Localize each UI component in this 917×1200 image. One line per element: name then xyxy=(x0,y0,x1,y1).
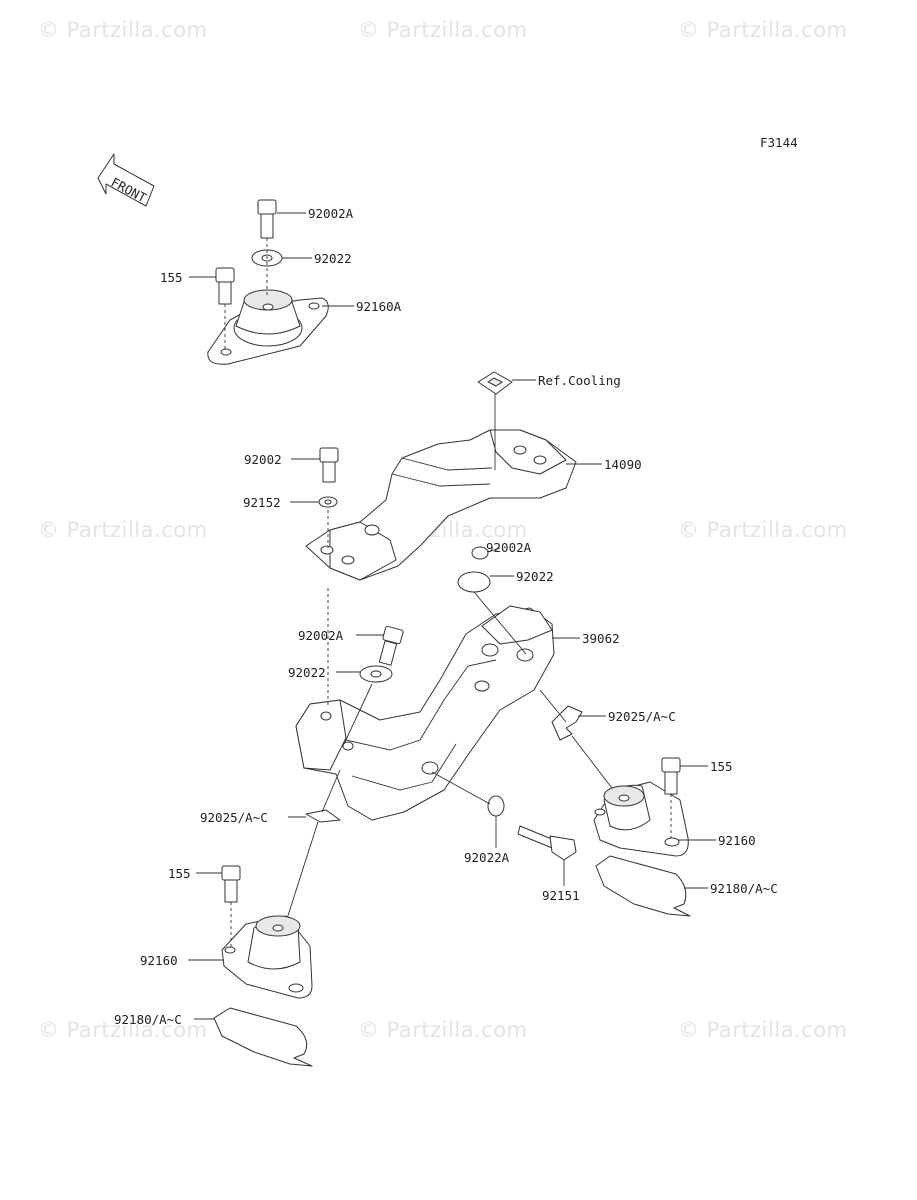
callout-92022-top: 92022 xyxy=(314,251,352,266)
bolt-155-top xyxy=(215,267,235,305)
callout-92025-left: 92025/A~C xyxy=(200,810,268,825)
bolt-92002A-left xyxy=(378,625,404,666)
bolt-92002A-mid xyxy=(471,546,489,560)
bolt-92151 xyxy=(517,825,577,861)
bracket-39062 xyxy=(295,605,555,821)
callout-92152: 92152 xyxy=(243,495,281,510)
bolt-155-left xyxy=(221,865,241,903)
callout-92160A: 92160A xyxy=(356,299,402,314)
plate-92180-left xyxy=(213,1007,313,1067)
mount-92160A xyxy=(207,289,329,365)
callout-14090: 14090 xyxy=(604,457,642,472)
clip-92025-left xyxy=(305,809,341,823)
callout-92160-right: 92160 xyxy=(718,833,756,848)
callout-92002A-mid: 92002A xyxy=(486,540,532,555)
watermark: © Partzilla.com xyxy=(678,18,848,42)
watermark: © Partzilla.com xyxy=(678,1018,848,1042)
bracket-14090 xyxy=(305,429,577,581)
watermark: © Partzilla.com xyxy=(38,518,208,542)
callout-92180-right: 92180/A~C xyxy=(710,881,778,896)
callout-155-top: 155 xyxy=(160,270,183,285)
callout-92025-right: 92025/A~C xyxy=(608,709,676,724)
callout-92151: 92151 xyxy=(542,888,580,903)
washer-92022-mid xyxy=(457,571,491,593)
bolt-92002 xyxy=(319,447,339,483)
front-arrow-icon: FRONT xyxy=(97,153,155,207)
watermark: © Partzilla.com xyxy=(358,1018,528,1042)
callout-92002A-top: 92002A xyxy=(308,206,354,221)
mount-92160-left xyxy=(221,915,313,999)
washer-92152 xyxy=(318,496,338,508)
watermark: © Partzilla.com xyxy=(38,18,208,42)
plate-92180-right xyxy=(595,855,691,917)
washer-92022A xyxy=(487,795,505,817)
watermark: © Partzilla.com xyxy=(38,1018,208,1042)
clip-92025-right xyxy=(551,705,583,741)
clip-ref-cooling xyxy=(477,371,513,395)
callout-92002: 92002 xyxy=(244,452,282,467)
callout-92002A-left: 92002A xyxy=(298,628,344,643)
watermark: © Partzilla.com xyxy=(358,18,528,42)
callout-92022-left: 92022 xyxy=(288,665,326,680)
callout-92022-mid: 92022 xyxy=(516,569,554,584)
bolt-92002A-top xyxy=(257,199,277,239)
callout-39062: 39062 xyxy=(582,631,620,646)
bolt-155-right xyxy=(661,757,681,795)
callout-ref-cooling: Ref.Cooling xyxy=(538,373,621,388)
watermark: © Partzilla.com xyxy=(678,518,848,542)
washer-92022-left xyxy=(359,665,393,683)
callout-155-right: 155 xyxy=(710,759,733,774)
callout-155-left: 155 xyxy=(168,866,191,881)
diagram-code: F3144 xyxy=(760,135,798,150)
callout-92180-left: 92180/A~C xyxy=(114,1012,182,1027)
mount-92160-right xyxy=(593,781,689,857)
callout-92022A: 92022A xyxy=(464,850,510,865)
callout-92160-left: 92160 xyxy=(140,953,178,968)
